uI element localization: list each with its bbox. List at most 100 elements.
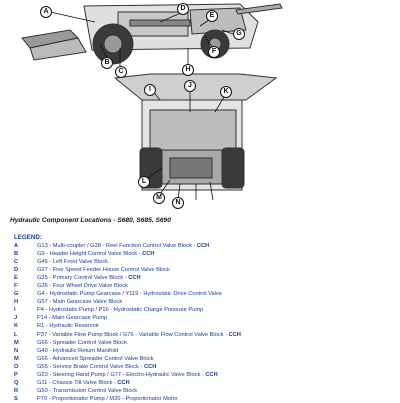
legend-text: G50 - Transmission Control Valve Block [37, 387, 138, 394]
legend-description: G55 - Service Brake Control Valve Block … [37, 363, 156, 371]
legend-key: A [14, 243, 19, 249]
legend-text: R1 - Hydraulic Reservoir [37, 323, 99, 330]
legend-text: G57 - Main Gearcase Valve Block [37, 299, 123, 306]
legend-key: I [14, 307, 16, 314]
legend-text: G13 - Multi-coupler / G38 - Reel Functio… [37, 243, 197, 249]
callout-m: M [153, 192, 165, 204]
legend-description: G13 - Multi-coupler / G38 - Reel Functio… [37, 242, 209, 250]
callout-d: D [177, 3, 189, 15]
legend-description: G27 - Five Speed Feeder House Control Va… [37, 266, 170, 274]
legend-description: P37 - Variable Flow Pump Block / G76 - V… [37, 331, 241, 339]
legend-item: M G66 - Spreader Control Valve Block [14, 339, 394, 347]
legend-item: A G13 - Multi-coupler / G38 - Reel Functi… [14, 242, 394, 250]
legend-text: P14 - Main Gearcase Pump [37, 315, 108, 322]
callout-e: E [206, 10, 218, 22]
legend-text: G4 - Hydrostatic Pump Gearcase / Y119 - … [37, 291, 222, 298]
legend-text: P4 - Hydrostatic Pump / P16 - Hydrostati… [37, 307, 204, 314]
legend-item: B G9 - Header Height Control Valve Block … [14, 250, 394, 258]
legend-key: M [14, 339, 19, 346]
figure-caption: Hydraulic Component Locations - S680, S6… [10, 217, 171, 224]
legend-text: G35 - Primary Control Valve Block - [37, 275, 129, 282]
callout-i: I [144, 84, 156, 96]
combine-rear-view [113, 73, 278, 201]
legend-key: J [14, 315, 18, 322]
legend-item: Q G11 - Chassis Tilt Valve Block - CCH [14, 379, 394, 387]
legend-description: G36 - Four Wheel Drive Valve Block [37, 282, 128, 290]
legend-key: O [14, 363, 19, 370]
legend-text: P70 - Proportionator Pump / M20 - Propor… [37, 395, 178, 402]
legend-item: F G36 - Four Wheel Drive Valve Block [14, 282, 394, 290]
callout-n: N [172, 197, 184, 209]
legend-text: P37 - Variable Flow Pump Block / G76 - V… [37, 331, 229, 338]
legend-description: P4 - Hydrostatic Pump / P16 - Hydrostati… [37, 306, 203, 314]
legend-text: G23 - Steering Hand Pump / G77 - Electro… [37, 371, 206, 378]
legend-cch-tag: CCH [142, 251, 155, 258]
legend-description: P70 - Proportionator Pump / M20 - Propor… [37, 395, 178, 403]
callout-k: K [220, 86, 232, 98]
legend-key: B [14, 251, 19, 258]
callout-a: A [40, 6, 52, 18]
legend-cch-tag: CCH [196, 243, 210, 249]
legend-item: P G23 - Steering Hand Pump / G77 - Electr… [14, 371, 394, 379]
legend-key: G [14, 291, 19, 298]
legend-key: F [14, 283, 18, 290]
legend-text: G40 - Hydraulic Return Manifold [37, 347, 119, 354]
legend-text: G36 - Four Wheel Drive Valve Block [37, 283, 128, 290]
legend-description: G46 - Left Front Valve Block [37, 258, 108, 266]
legend-text: G66 - Advanced Spreader Control Valve Bl… [37, 355, 154, 362]
legend-item: R G50 - Transmission Control Valve Block [14, 387, 394, 395]
legend-description: G50 - Transmission Control Valve Block [37, 387, 137, 395]
legend-key: D [14, 267, 19, 274]
legend-item: E G35 - Primary Control Valve Block - CCH [14, 274, 394, 282]
legend-key: L [14, 331, 18, 338]
legend-cch-tag: CCH [228, 331, 241, 338]
legend-text: G9 - Header Height Control Valve Block - [37, 251, 143, 258]
legend-description: G66 - Spreader Control Valve Block [37, 339, 127, 347]
legend-key: E [14, 275, 18, 282]
legend-item: I P4 - Hydrostatic Pump / P16 - Hydrostat… [14, 306, 394, 314]
callout-l: L [138, 176, 150, 188]
legend-item: L P37 - Variable Flow Pump Block / G76 - … [14, 331, 394, 339]
legend-description: G11 - Chassis Tilt Valve Block - CCH [37, 379, 130, 387]
legend-description: G40 - Hydraulic Return Manifold [37, 347, 118, 355]
legend-description: R1 - Hydraulic Reservoir [37, 322, 99, 330]
callout-h: H [182, 64, 194, 76]
hydraulic-component-illustration: A B C D E F G H I J K L M N [21, 3, 283, 209]
legend-item: J P14 - Main Gearcase Pump [14, 314, 394, 322]
legend-description: G35 - Primary Control Valve Block - CCH [37, 274, 141, 282]
callout-b: B [101, 57, 113, 69]
callout-f: F [208, 46, 220, 58]
legend-item: C G46 - Left Front Valve Block [14, 258, 394, 266]
legend-cch-tag: CCH [144, 363, 157, 370]
legend-key: K [14, 323, 19, 330]
legend-item: O G55 - Service Brake Control Valve Block… [14, 363, 394, 371]
legend-description: P14 - Main Gearcase Pump [37, 314, 107, 322]
legend-description: G57 - Main Gearcase Valve Block [37, 298, 122, 306]
legend-key: C [14, 259, 19, 266]
legend-cch-tag: CCH [117, 379, 130, 386]
legend-key: Q [14, 379, 19, 386]
legend-cch-tag: CCH [205, 371, 218, 378]
legend-description: G4 - Hydrostatic Pump Gearcase / Y119 - … [37, 290, 222, 298]
legend-key: N [14, 347, 19, 354]
callout-g: G [233, 28, 245, 40]
legend-item: G G4 - Hydrostatic Pump Gearcase / Y119 -… [14, 290, 394, 298]
legend-description: G66 - Advanced Spreader Control Valve Bl… [37, 355, 154, 363]
legend-item: M G66 - Advanced Spreader Control Valve B… [14, 355, 394, 363]
legend-key: M [14, 355, 19, 362]
legend-key: H [14, 299, 19, 306]
legend-text: G46 - Left Front Valve Block [37, 259, 109, 266]
legend-item: H G57 - Main Gearcase Valve Block [14, 298, 394, 306]
legend-list: A G13 - Multi-coupler / G38 - Reel Functi… [14, 242, 394, 403]
legend-description: G23 - Steering Hand Pump / G77 - Electro… [37, 371, 218, 379]
legend-text: G55 - Service Brake Control Valve Block … [37, 363, 145, 370]
legend-item: K R1 - Hydraulic Reservoir [14, 322, 394, 330]
legend-key: R [14, 387, 19, 394]
legend-key: P [14, 371, 18, 378]
legend-text: G27 - Five Speed Feeder House Control Va… [37, 267, 170, 274]
legend-item: D G27 - Five Speed Feeder House Control V… [14, 266, 394, 274]
legend-text: G11 - Chassis Tilt Valve Block - [37, 379, 118, 386]
legend-cch-tag: CCH [128, 275, 141, 282]
callout-c: C [115, 66, 127, 78]
